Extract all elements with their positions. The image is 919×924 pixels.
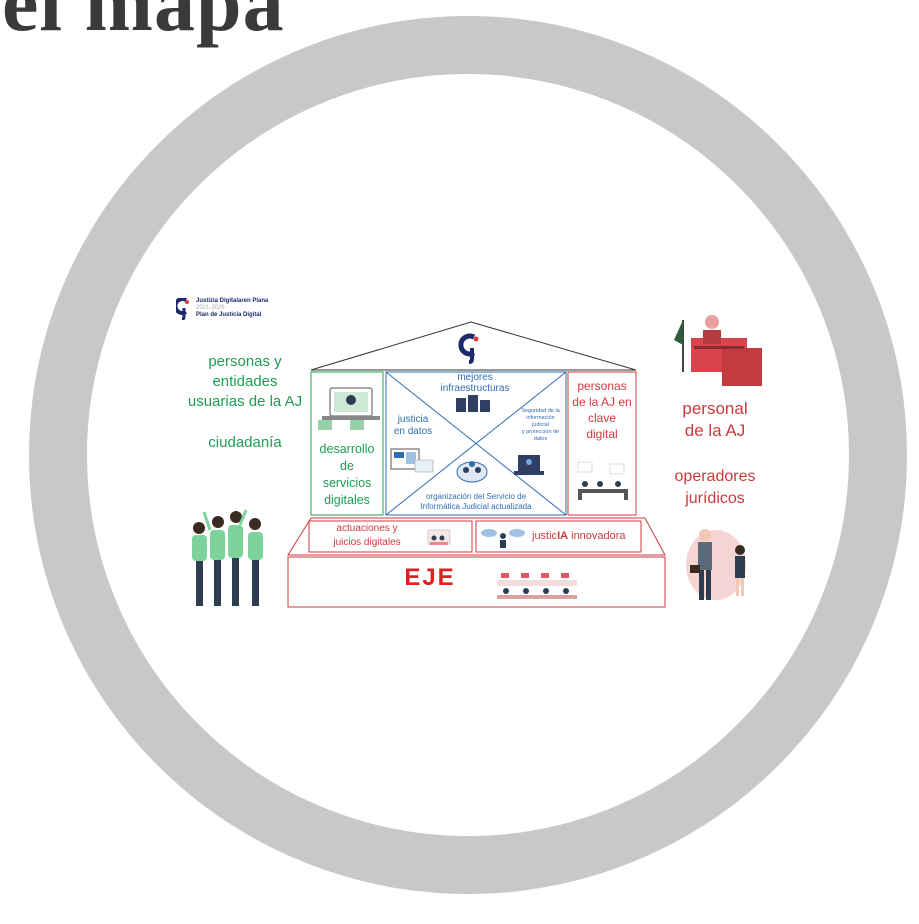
right-operators-label: operadores jurídicos [640,466,790,510]
col-right-4: digital [586,427,618,441]
band-trapezoid [287,517,666,556]
left-tri-2: en datos [393,426,433,437]
col-left-4: digitales [324,493,370,507]
band-left-2: juicios digitales [333,537,401,548]
business-people-icon [686,529,746,600]
left-line-2: entidades [212,373,278,390]
col-right-1: personas [577,379,627,393]
base-box [287,556,666,608]
top-1: mejores [457,372,493,383]
bottom-2: Informática Judicial actualizada [420,502,532,511]
right-tri-3: judicial [532,422,549,428]
top-2: infraestructuras [440,383,510,394]
col-right-3: clave [587,411,616,425]
innovative-ai-label: justicIA innovadora [532,530,626,542]
justicia-logo-icon [458,333,479,364]
right-line-1: personal [682,399,748,418]
right-line-2: de la AJ [684,421,746,440]
right-staff-label: personal de la AJ [640,398,790,442]
cloud-people-icon [497,573,577,599]
col-right-2: de la AJ en [572,395,632,409]
left-users-label: personas y entidades usuarias de la AJ [170,352,320,412]
meeting-icon [577,461,628,500]
people-group-icon [192,509,263,606]
band-right-bold: IA [557,530,569,542]
center-diag-2 [385,371,567,516]
col-left-1: desarrollo [319,442,375,456]
left-column-box [310,371,384,516]
left-line-1: personas y [208,353,282,370]
plan-logo: Justizia Digitalaren Plana 2021-2026 Pla… [176,298,268,320]
digital-services-label: desarrollo de servicios digitales [311,441,383,509]
security-screen-icon [514,455,544,475]
band-right-prefix: justic [532,530,558,542]
bottom-1: organización del Servicio de [425,492,527,501]
courtroom-icon [674,315,762,386]
right-tri-1: Seguridad de la [521,408,560,414]
col-left-2: de [340,459,354,473]
left-line-3: usuarias de la AJ [187,393,303,410]
right-tri-5: datos [533,436,548,442]
right-line-3: operadores [674,468,756,485]
right-tri-4: y protección de [521,429,560,435]
band-right-suffix: innovadora [568,530,626,542]
center-box [385,371,567,516]
dashboard-icon [390,448,434,473]
logo-line2: 2021-2026 [196,305,225,311]
server-icon [456,395,490,412]
left-citizens-label: ciudadanía [208,434,282,451]
network-icon [456,461,488,483]
data-justice-label: justicia en datos [388,414,438,438]
security-label: Seguridad de la información judicial y p… [513,408,568,443]
plan-logo-text: Justizia Digitalaren Plana 2021-2026 Pla… [196,298,268,319]
page-title: el mapa [2,0,285,48]
right-tri-2: información [526,415,555,421]
ledger-people-icon [427,529,451,545]
it-service-label: organización del Servicio de Informática… [396,492,556,512]
digital-trials-label: actuaciones y juicios digitales [312,522,422,550]
col-left-3: servicios [322,476,372,490]
justicia-logo-icon [176,298,189,320]
right-line-4: jurídicos [685,490,745,507]
laptop-people-icon [318,387,380,430]
right-column-box [567,371,637,516]
band-right-box [475,520,642,553]
logo-line3: Plan de Justicia Digital [196,312,262,318]
ai-people-icon [481,529,525,548]
eje-label: EJE [404,564,456,591]
roof-line [310,321,637,371]
infrastructure-label: mejores infraestructuras [420,372,530,394]
digital-staff-label: personas de la AJ en clave digital [566,378,638,442]
left-tri-1: justicia [397,414,429,425]
band-left-box [308,520,473,553]
band-left-1: actuaciones y [336,523,398,534]
logo-line1: Justizia Digitalaren Plana [196,298,269,304]
ring-circle [29,16,907,894]
